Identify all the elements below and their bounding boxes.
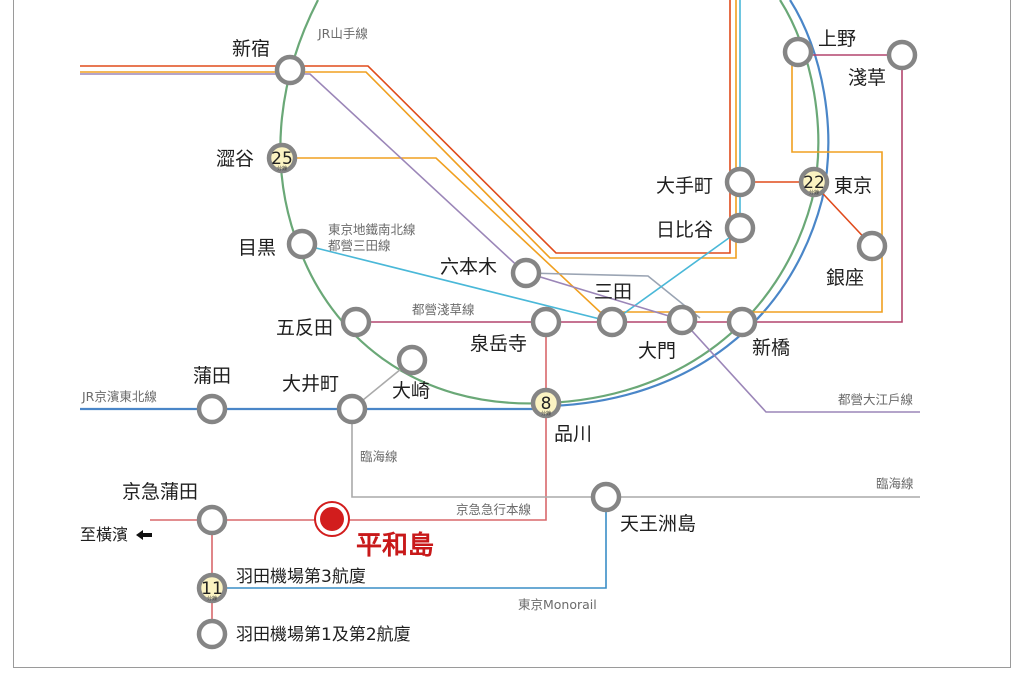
rinkai-line <box>351 409 920 498</box>
label-daimon: 大門 <box>638 340 676 362</box>
line-label-keikyu: 京急急行本線 <box>456 502 532 517</box>
marunouchi-line <box>80 0 731 254</box>
line-label-oedo: 都營大江戶線 <box>838 392 914 407</box>
time-shinagawa: 8 <box>541 394 552 414</box>
time-unit: 分鐘 <box>541 410 551 417</box>
line-labels: JR山手線 JR京濱東北線 東京地鐵南北線 都營三田線 都營淺草線 都營大江戶線… <box>81 26 914 612</box>
label-keikyu-kamata: 京急蒲田 <box>122 481 198 503</box>
label-kamata: 蒲田 <box>193 365 231 387</box>
arrow-left-icon <box>136 530 152 540</box>
line-label-namboku: 東京地鐵南北線 <box>328 222 416 237</box>
station-hibiya[interactable] <box>724 212 756 244</box>
station-shimbashi[interactable] <box>726 306 758 338</box>
station-shinjuku[interactable] <box>274 54 306 86</box>
label-heiwajima: 平和島 <box>356 531 434 561</box>
label-shibuya: 澀谷 <box>216 148 254 170</box>
station-tennozu[interactable] <box>590 481 622 513</box>
station-asakusa[interactable] <box>886 39 918 71</box>
station-otemachi[interactable] <box>724 166 756 198</box>
oedo-line <box>80 73 920 413</box>
to-yokohama: 至橫濱 <box>80 525 152 544</box>
time-unit: 分鐘 <box>277 165 287 172</box>
station-shinagawa[interactable] <box>530 387 562 419</box>
label-gotanda: 五反田 <box>276 317 333 339</box>
label-shimbashi: 新橋 <box>752 337 790 359</box>
label-haneda-t3: 羽田機場第3航廈 <box>236 567 366 587</box>
time-shibuya: 25 <box>271 149 293 169</box>
station-oimachi[interactable] <box>336 393 368 425</box>
ginza-line-2 <box>282 55 883 313</box>
monorail-line <box>212 497 607 589</box>
station-keikyu-kamata[interactable] <box>196 504 228 536</box>
label-mita: 三田 <box>594 281 632 303</box>
time-tokyo: 22 <box>803 173 825 193</box>
station-heiwajima[interactable] <box>320 507 344 531</box>
yamanote-line <box>279 0 820 405</box>
ginza-line <box>80 0 737 259</box>
line-label-yamanote: JR山手線 <box>317 26 368 41</box>
line-label-asakusa: 都營淺草線 <box>412 302 475 317</box>
label-tennozu: 天王洲島 <box>620 513 696 535</box>
time-unit: 分鐘 <box>809 189 819 196</box>
label-roppongi: 六本木 <box>440 256 497 278</box>
station-haneda-t12[interactable] <box>196 618 228 650</box>
line-label-keihin-tohoku: JR京濱東北線 <box>81 389 157 404</box>
line-label-rinkai-left: 臨海線 <box>360 449 398 464</box>
namboku-mita-line <box>299 0 741 323</box>
label-tokyo: 東京 <box>834 175 872 197</box>
label-hibiya: 日比谷 <box>656 219 713 241</box>
station-meguro[interactable] <box>286 228 318 260</box>
time-unit: 分鐘 <box>207 595 217 602</box>
station-mita[interactable] <box>596 306 628 338</box>
time-haneda-t3: 11 <box>201 579 223 599</box>
label-meguro: 目黒 <box>238 237 276 259</box>
station-ueno[interactable] <box>782 36 814 68</box>
label-ueno: 上野 <box>818 28 856 50</box>
station-daimon[interactable] <box>666 304 698 336</box>
station-shibuya[interactable] <box>266 142 298 174</box>
line-label-rinkai-right: 臨海線 <box>876 476 914 491</box>
station-kamata[interactable] <box>196 393 228 425</box>
label-otemachi: 大手町 <box>656 175 713 197</box>
station-tokyo[interactable] <box>798 166 830 198</box>
rail-lines <box>80 0 920 640</box>
label-shinjuku: 新宿 <box>232 38 270 60</box>
station-sengakuji[interactable] <box>530 306 562 338</box>
station-osaki[interactable] <box>396 344 428 376</box>
station-gotanda[interactable] <box>340 306 372 338</box>
line-label-mita: 都營三田線 <box>328 238 391 253</box>
label-sengakuji: 泉岳寺 <box>470 333 527 355</box>
stations <box>196 36 918 650</box>
label-shinagawa: 品川 <box>554 423 592 445</box>
line-label-monorail: 東京Monorail <box>518 597 597 612</box>
label-oimachi: 大井町 <box>282 373 339 395</box>
label-to-yokohama: 至橫濱 <box>80 525 128 544</box>
label-ginza: 銀座 <box>826 267 864 289</box>
station-roppongi[interactable] <box>510 257 542 289</box>
station-ginza[interactable] <box>856 230 888 262</box>
label-haneda-t12: 羽田機場第1及第2航廈 <box>236 625 411 645</box>
station-haneda-t3[interactable] <box>196 572 228 604</box>
travel-time-badges: 25 分鐘 22 分鐘 8 分鐘 11 分鐘 <box>201 149 825 602</box>
station-labels: 新宿 澀谷 目黒 五反田 大崎 大井町 蒲田 京急蒲田 羽田機場第3航廈 羽田機… <box>122 28 886 645</box>
label-osaki: 大崎 <box>392 380 430 402</box>
map-frame <box>13 0 1011 668</box>
keihin-tohoku-ring <box>551 0 830 408</box>
label-asakusa: 淺草 <box>848 67 886 89</box>
hibiya-line <box>525 272 701 319</box>
